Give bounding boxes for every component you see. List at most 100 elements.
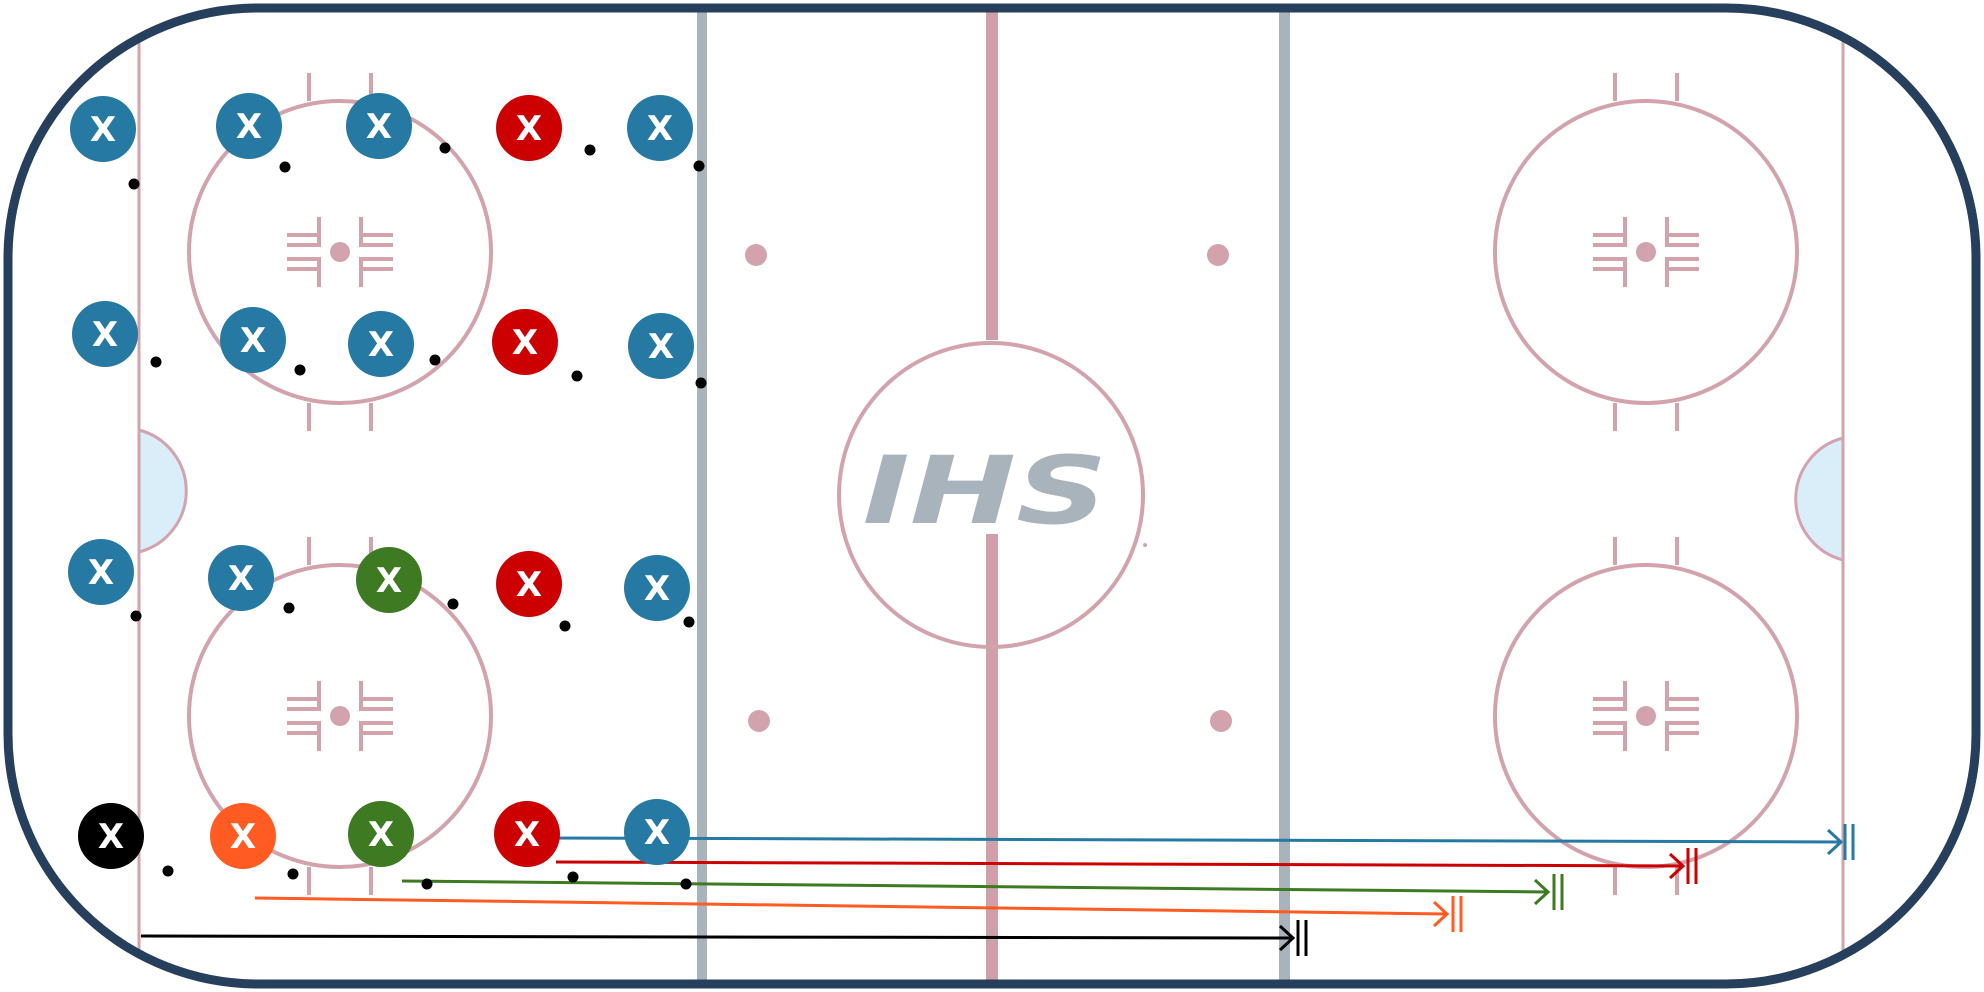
neutral-zone-dot (1207, 244, 1229, 266)
puck (283, 602, 295, 614)
player-label: X (516, 109, 542, 149)
player-token (348, 311, 414, 377)
center-red-line-bottom (986, 534, 998, 982)
player-token (348, 801, 414, 867)
player-label: X (644, 569, 670, 609)
right-goal-crease (1794, 436, 1845, 562)
puck (130, 610, 142, 622)
player-marker: X (356, 547, 422, 613)
faceoff-circle (187, 537, 493, 895)
player-label: X (88, 553, 114, 593)
puck (439, 142, 451, 154)
player-marker: X (627, 95, 693, 161)
skating-path-4 (254, 896, 1463, 932)
player-label: X (368, 815, 394, 855)
player-label: X (516, 565, 542, 605)
puck (421, 878, 433, 890)
player-marker: X (496, 551, 562, 617)
player-label: X (368, 325, 394, 365)
player-marker: X (68, 539, 134, 605)
neutral-zone-dot (1210, 710, 1232, 732)
player-label: X (644, 813, 670, 853)
player-marker: X (210, 803, 276, 869)
player-token (494, 801, 560, 867)
puck (128, 178, 140, 190)
puck (447, 598, 459, 610)
player-token (78, 803, 144, 869)
right-blue-line (1279, 10, 1290, 982)
player-token (72, 301, 138, 367)
player-marker: X (220, 307, 286, 373)
arrow-head (1668, 852, 1686, 880)
player-token (220, 307, 286, 373)
player-marker: X (494, 801, 560, 867)
skating-paths (140, 824, 1855, 956)
puck (429, 354, 441, 366)
player-label: X (366, 107, 392, 147)
player-marker: X (348, 311, 414, 377)
puck (287, 868, 299, 880)
path-line (544, 836, 1842, 844)
faceoff-circle (187, 73, 493, 431)
player-label: X (376, 561, 402, 601)
player-marker: X (346, 93, 412, 159)
player-token (68, 539, 134, 605)
player-token (624, 799, 690, 865)
puck (279, 161, 291, 173)
faceoff-dot (330, 706, 350, 726)
player-label: X (648, 327, 674, 367)
player-token (624, 555, 690, 621)
player-token (70, 96, 136, 162)
puck (294, 364, 306, 376)
path-line (401, 879, 1549, 894)
player-token (496, 95, 562, 161)
puck (695, 377, 707, 389)
left-blue-line (697, 10, 707, 982)
rink-markings (137, 10, 1845, 982)
rink-surface (8, 8, 1976, 984)
left-goal-crease (137, 428, 188, 554)
player-marker: X (624, 555, 690, 621)
player-marker: X (72, 301, 138, 367)
skating-path-2 (555, 848, 1698, 884)
player-marker: X (208, 545, 274, 611)
puck (571, 370, 583, 382)
players: X X X X X X X X X X X X X X X X X X X X (68, 93, 694, 869)
center-faceoff-circle (837, 341, 1145, 649)
player-label: X (647, 109, 673, 149)
player-label: X (240, 321, 266, 361)
faceoff-dot (1636, 706, 1656, 726)
player-token (346, 93, 412, 159)
arrow-head (1278, 924, 1296, 952)
puck (559, 620, 571, 632)
player-marker: X (70, 96, 136, 162)
player-token (496, 551, 562, 617)
player-token (208, 545, 274, 611)
player-marker: X (78, 803, 144, 869)
neutral-zone-dot (745, 244, 767, 266)
player-token (628, 313, 694, 379)
puck (693, 160, 705, 172)
skating-path-5 (140, 920, 1308, 956)
player-label: X (228, 559, 254, 599)
player-token (210, 803, 276, 869)
player-label: X (236, 107, 262, 147)
player-marker: X (496, 95, 562, 161)
player-label: X (98, 817, 124, 857)
skating-path-1 (544, 824, 1855, 860)
arrow-head (1533, 878, 1551, 906)
player-token (492, 309, 558, 375)
puck (584, 144, 596, 156)
path-line (555, 860, 1684, 868)
puck (680, 878, 692, 890)
center-red-line-top (986, 10, 998, 340)
puck (162, 865, 174, 877)
rink-boards (3, 3, 1981, 989)
player-marker: X (492, 309, 558, 375)
pucks (128, 142, 707, 890)
path-line (254, 896, 1448, 916)
player-marker: X (348, 801, 414, 867)
player-label: X (514, 815, 540, 855)
